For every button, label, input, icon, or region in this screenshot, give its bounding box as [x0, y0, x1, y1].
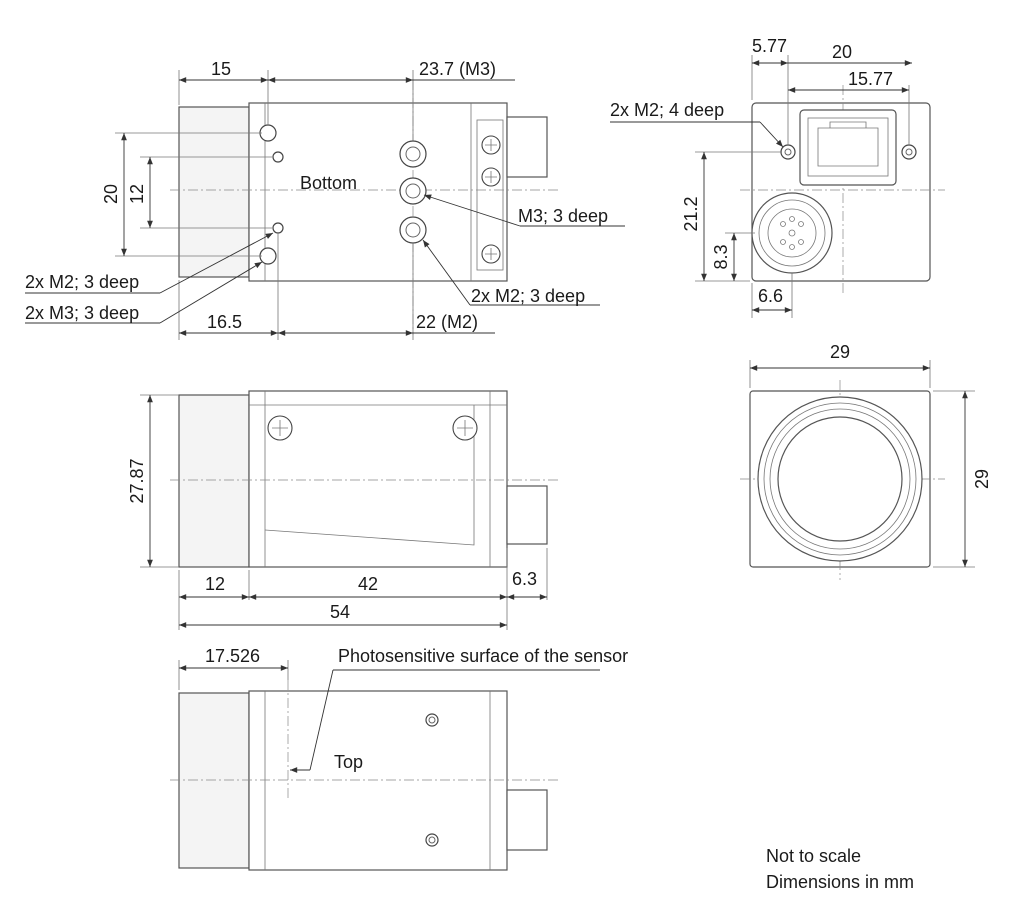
top-view-title: Top [334, 752, 363, 772]
side-view: 27.87 12 42 6.3 54 [127, 390, 560, 630]
notes: Not to scale Dimensions in mm [766, 846, 914, 892]
callout-m2-4-deep: 2x M2; 4 deep [610, 100, 724, 120]
bottom-connector [506, 116, 548, 178]
m2-hole-icon [901, 144, 917, 160]
bottom-lens-tube [178, 106, 250, 278]
dim-6-3-label: 6.3 [512, 569, 537, 589]
m2-hole-icon [780, 144, 796, 160]
callout-m3-3-deep-left: 2x M3; 3 deep [25, 303, 139, 323]
top-view: 17.526 Photosensitive surface of the sen… [170, 646, 628, 871]
dim-5-77-label: 5.77 [752, 36, 787, 56]
dim-29-height-label: 29 [972, 469, 992, 489]
m3-hole-icon [399, 177, 427, 205]
dim-22-label: 22 (M2) [416, 312, 478, 332]
callout-m2-3-deep-right: 2x M2; 3 deep [471, 286, 585, 306]
dim-29-width-label: 29 [830, 342, 850, 362]
bottom-view-title: Bottom [300, 173, 357, 193]
m2-hole-icon [272, 222, 284, 234]
dim-15-77-label: 15.77 [848, 69, 893, 89]
dim-20-label: 20 [832, 42, 852, 62]
dim-42-label: 42 [358, 574, 378, 594]
dim-12-label: 12 [127, 184, 147, 204]
dim-54-label: 54 [330, 602, 350, 622]
front-view: 29 29 [740, 342, 992, 580]
round-connector-icon [751, 192, 833, 274]
m3-hole-icon [259, 247, 277, 265]
top-connector [506, 789, 548, 851]
m2-hole-icon [272, 151, 284, 163]
m2-hole-icon [399, 216, 427, 244]
dim-27-87-label: 27.87 [127, 458, 147, 503]
dim-6-6-label: 6.6 [758, 286, 783, 306]
bottom-body [248, 102, 508, 282]
side-connector [506, 485, 548, 545]
bottom-view: 15 23.7 (M3) 20 12 16.5 22 (M2) Bottom M… [25, 59, 625, 340]
dim-15-label: 15 [211, 59, 231, 79]
hole-icon [425, 833, 439, 847]
top-lens-tube [178, 692, 250, 869]
note-not-to-scale: Not to scale [766, 846, 861, 866]
side-lens-tube [178, 394, 250, 568]
dim-21-2-label: 21.2 [681, 196, 701, 231]
callout-m2-3-deep-left: 2x M2; 3 deep [25, 272, 139, 292]
ethernet-port-icon [799, 109, 897, 186]
sensor-callout: Photosensitive surface of the sensor [338, 646, 628, 666]
dim-20-label: 20 [101, 184, 121, 204]
rear-view: 5.77 20 15.77 2x M2; 4 deep 21.2 8.3 6.6 [610, 36, 945, 318]
dim-8-3-label: 8.3 [711, 244, 731, 269]
m3-hole-icon [259, 124, 277, 142]
dim-16-5-label: 16.5 [207, 312, 242, 332]
m2-hole-icon [399, 140, 427, 168]
note-dimensions-unit: Dimensions in mm [766, 872, 914, 892]
callout-m3-3-deep: M3; 3 deep [518, 206, 608, 226]
dim-12-label: 12 [205, 574, 225, 594]
dim-23-7-label: 23.7 (M3) [419, 59, 496, 79]
dim-17-526-label: 17.526 [205, 646, 260, 666]
top-body [248, 690, 508, 871]
hole-icon [425, 713, 439, 727]
